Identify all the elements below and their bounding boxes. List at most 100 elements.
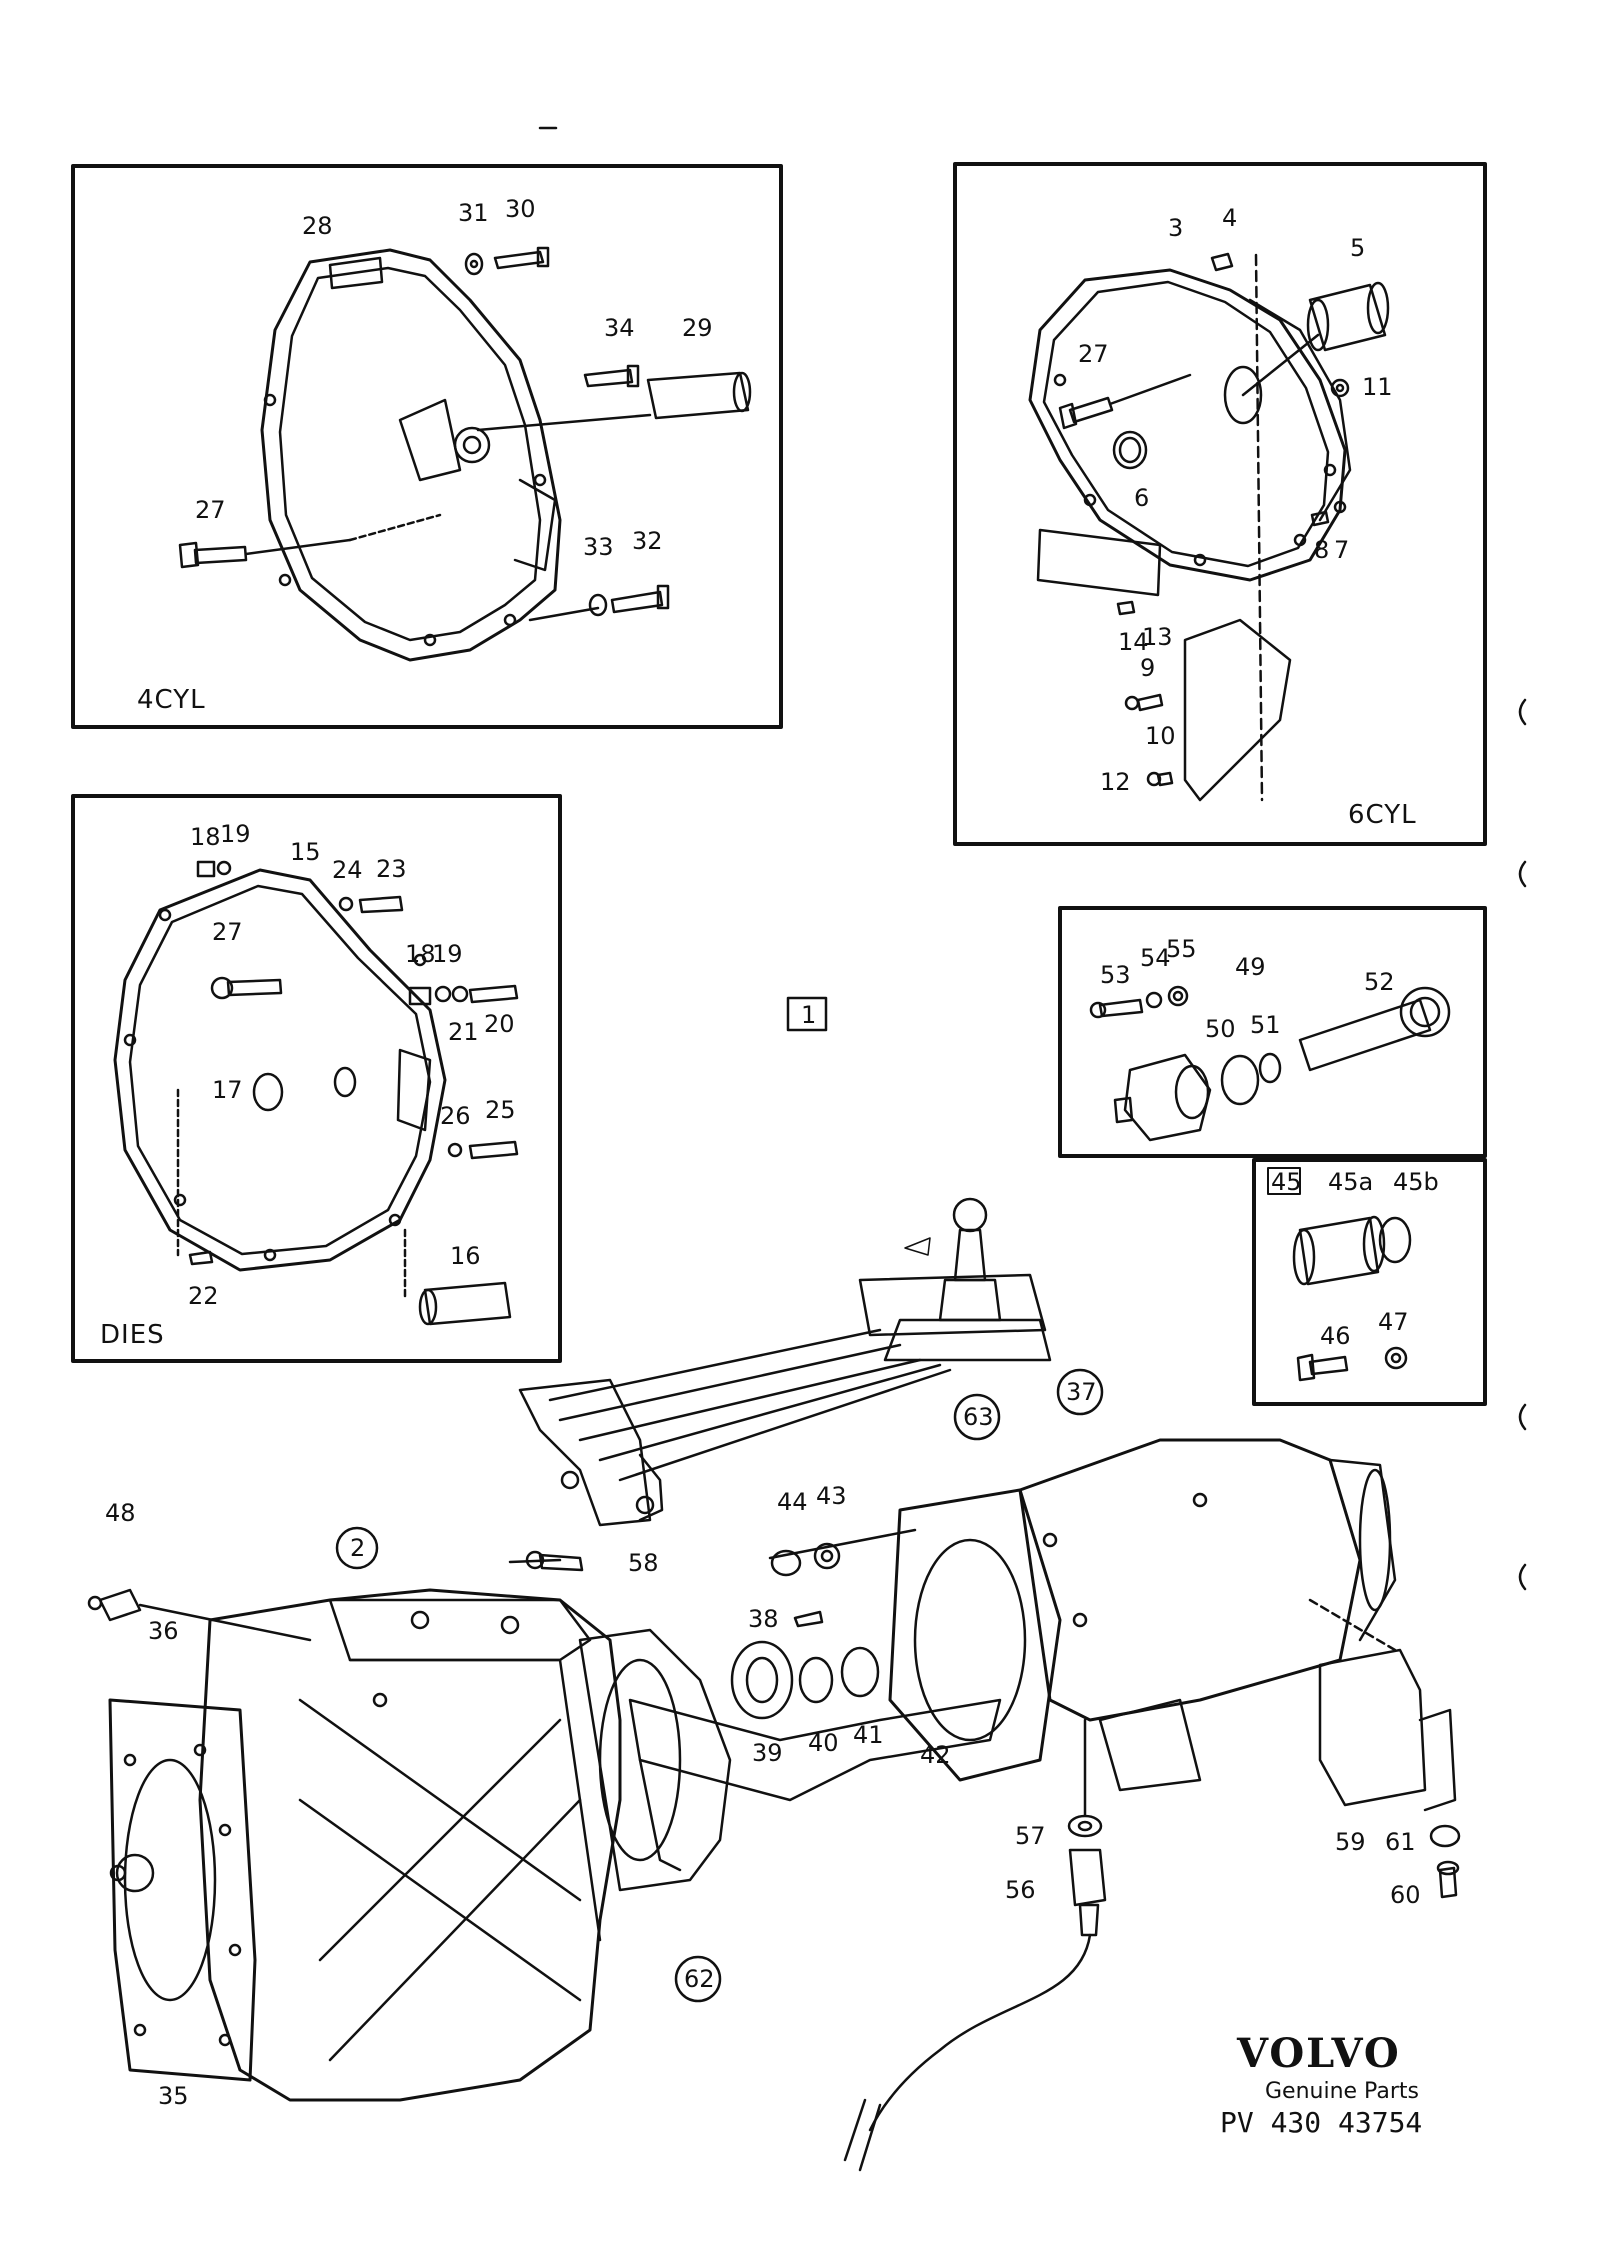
- label-47: 47: [1378, 1308, 1409, 1336]
- label-dies-27: 27: [212, 918, 243, 946]
- bolt-10: [1124, 693, 1164, 712]
- label-main-42: 42: [920, 1741, 951, 1769]
- washer-26: [447, 1142, 463, 1158]
- washer-19-top: [216, 860, 232, 876]
- label-6cyl-7: 7: [1334, 536, 1349, 564]
- cover-9: [1183, 618, 1292, 802]
- bolt-27-4cyl: [178, 541, 248, 569]
- bolt-8-7: [1310, 500, 1347, 527]
- module-59: [1318, 1648, 1427, 1807]
- panel-4cyl: [71, 164, 783, 729]
- bolt-30: [493, 246, 550, 270]
- bellhousing-dies: [113, 868, 447, 1272]
- label-4cyl-30: 30: [505, 195, 536, 223]
- label-speedo-51: 51: [1250, 1011, 1281, 1039]
- label-dies-19a: 19: [220, 820, 251, 848]
- rear-adapter: [578, 1628, 732, 1892]
- label-6cyl-10: 10: [1145, 722, 1176, 750]
- label-main-36: 36: [148, 1617, 179, 1645]
- label-main-56: 56: [1005, 1876, 1036, 1904]
- oring-50: [1220, 1054, 1260, 1106]
- label-main-48: 48: [105, 1499, 136, 1527]
- panel-6cyl: [953, 162, 1487, 846]
- label-45a: 45a: [1328, 1168, 1373, 1196]
- label-dies-16: 16: [450, 1242, 481, 1270]
- label-main-43: 43: [816, 1482, 847, 1510]
- label-4cyl-27: 27: [195, 496, 226, 524]
- washer-57: [1067, 1814, 1103, 1838]
- washer-54: [1145, 991, 1163, 1009]
- gasket-42: [888, 1488, 1062, 1782]
- label-main-63: 63: [963, 1403, 994, 1431]
- label-4cyl-33: 33: [583, 533, 614, 561]
- part-code: PV 430 43754: [1220, 2106, 1422, 2139]
- label-6cyl-27: 27: [1078, 340, 1109, 368]
- seal-51: [1258, 1052, 1282, 1084]
- label-main-58: 58: [628, 1549, 659, 1577]
- label-dies-15: 15: [290, 838, 321, 866]
- housing-49: [1113, 1053, 1212, 1142]
- plate-13: [1036, 528, 1162, 597]
- switch-56: [1068, 1848, 1107, 1937]
- label-45b: 45b: [1393, 1168, 1439, 1196]
- gear-lever: [858, 1197, 1052, 1362]
- label-dies-18a: 18: [190, 823, 221, 851]
- washer-55: [1167, 985, 1189, 1007]
- washer-19: [434, 985, 452, 1003]
- washer-31: [464, 252, 484, 276]
- ring-45b: [1378, 1216, 1412, 1264]
- label-6cyl-8: 8: [1314, 536, 1329, 564]
- label-6cyl-4: 4: [1222, 204, 1237, 232]
- panel-6cyl-title: 6CYL: [1348, 800, 1417, 830]
- washer-33: [588, 593, 608, 617]
- panel-dies: [71, 794, 562, 1363]
- washer-21: [451, 985, 469, 1003]
- bolt-60: [1436, 1860, 1460, 1899]
- front-cover-36: [108, 1698, 257, 2082]
- bolt-34: [583, 364, 640, 388]
- brand-tagline: Genuine Parts: [1265, 2079, 1419, 2104]
- label-dies-20: 20: [484, 1010, 515, 1038]
- wiring: [843, 1933, 1092, 2172]
- label-main-35: 35: [158, 2082, 189, 2110]
- key-38: [793, 1610, 824, 1628]
- box-45: [1267, 1167, 1301, 1195]
- label-6cyl-3: 3: [1168, 214, 1183, 242]
- label-dies-19b: 19: [432, 940, 463, 968]
- washer-24: [338, 896, 354, 912]
- bolt-23: [358, 895, 404, 914]
- washer-47: [1384, 1346, 1408, 1370]
- panel-45: [1252, 1158, 1487, 1406]
- bracket-62: [628, 1698, 1002, 1872]
- label-main-62: 62: [684, 1965, 715, 1993]
- label-6cyl-13: 13: [1142, 623, 1173, 651]
- brand-logo: VOLVO: [1236, 2030, 1401, 2077]
- label-main-2: 2: [350, 1534, 365, 1562]
- bolt-46: [1296, 1353, 1349, 1382]
- label-main-38: 38: [748, 1605, 779, 1633]
- label-dies-17: 17: [212, 1076, 243, 1104]
- overdrive-37: [1018, 1438, 1397, 1792]
- bolt-14: [1116, 600, 1136, 616]
- group-box-label: 1: [801, 1001, 816, 1029]
- label-4cyl-29: 29: [682, 314, 713, 342]
- bolt-27-6cyl: [1058, 396, 1114, 430]
- bolt-27-dies: [210, 976, 283, 1000]
- washer-61: [1429, 1824, 1461, 1848]
- bolt-12: [1146, 771, 1174, 787]
- label-dies-26: 26: [440, 1102, 471, 1130]
- label-6cyl-9: 9: [1140, 654, 1155, 682]
- dowel-29: [646, 371, 752, 420]
- label-main-60: 60: [1390, 1881, 1421, 1909]
- label-4cyl-31: 31: [458, 199, 489, 227]
- label-dies-24: 24: [332, 856, 363, 884]
- nut-11: [1330, 378, 1350, 398]
- label-speedo-53: 53: [1100, 961, 1131, 989]
- shift-linkage: [518, 1328, 952, 1527]
- bolt-32: [610, 584, 670, 614]
- circle-37: [1056, 1368, 1104, 1416]
- gear-52: [1298, 986, 1451, 1072]
- label-dies-21: 21: [448, 1018, 479, 1046]
- label-6cyl-6: 6: [1134, 484, 1149, 512]
- sleeve-5: [1306, 281, 1390, 352]
